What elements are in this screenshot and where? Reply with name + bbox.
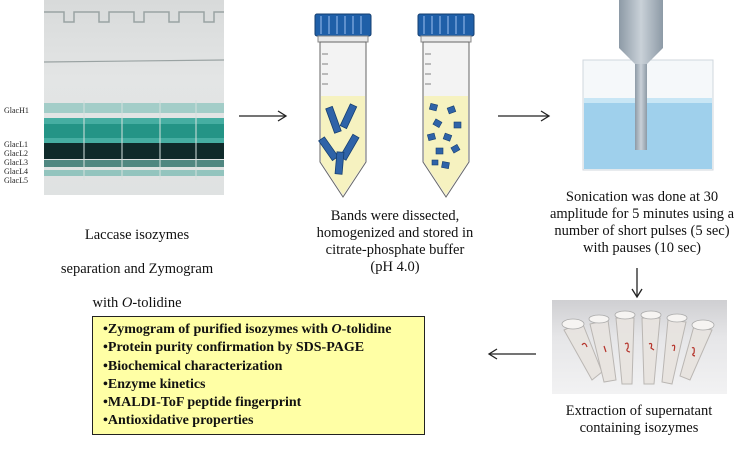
tube-with-bands (314, 13, 372, 198)
step1-caption-line3: with O-tolidine (92, 295, 182, 311)
analysis-item-biochemical: •Biochemical characterization (103, 358, 283, 374)
zymogram-gel-image (44, 0, 224, 195)
arrow-right-2 (498, 110, 551, 122)
sonicator-beaker-drawing (582, 0, 714, 171)
analysis-item-zymogram: •Zymogram of purified isozymes with O-to… (103, 322, 392, 337)
step1-caption-line1: Laccase isozymes (84, 227, 190, 243)
analysis-item-maldi: •MALDI-ToF peptide fingerprint (103, 395, 302, 411)
step3-caption: Sonication was done at 30 amplitude for … (549, 189, 735, 256)
gel-drawing (44, 11, 224, 180)
arrow-left (487, 348, 536, 360)
gel-label-glach1: GlacH1 (4, 106, 29, 115)
gel-label-glacl3: GlacL3 (4, 158, 28, 167)
microtubes-drawing (561, 310, 715, 385)
step2-caption: Bands were dissected, homogenized and st… (316, 208, 474, 275)
step1-caption: Laccase isozymes separation and Zymogram… (32, 210, 242, 329)
microtubes-photo (552, 300, 727, 394)
gel-label-glacl5: GlacL5 (4, 176, 28, 185)
analysis-item-antioxidative: •Antioxidative properties (103, 413, 254, 429)
gel-label-glacl1: GlacL1 (4, 140, 28, 149)
analysis-item-kinetics: •Enzyme kinetics (103, 376, 206, 392)
arrow-right-1 (239, 110, 288, 122)
gel-label-glacl4: GlacL4 (4, 167, 28, 176)
step1-caption-line2: separation and Zymogram (60, 261, 214, 277)
gel-label-glacl2: GlacL2 (4, 149, 28, 158)
centrifuge-tubes-drawing (314, 13, 475, 198)
downstream-analyses-box: •Zymogram of purified isozymes with O-to… (92, 316, 425, 435)
tube-with-pieces (417, 13, 475, 198)
step4-caption: Extraction of supernatant containing iso… (565, 403, 713, 436)
analysis-item-sds-page: •Protein purity confirmation by SDS-PAGE (103, 340, 365, 356)
arrow-down (631, 268, 643, 299)
